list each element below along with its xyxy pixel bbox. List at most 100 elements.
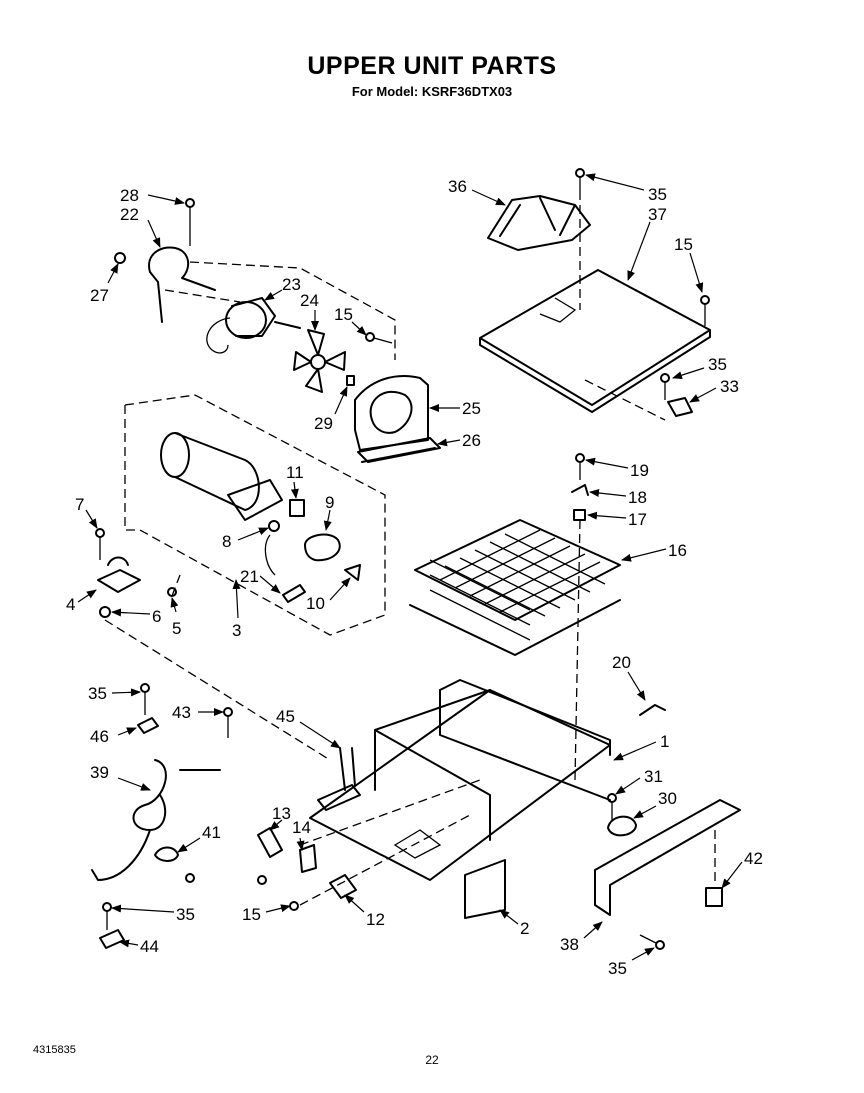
washer-6-drawing bbox=[99, 606, 111, 618]
callout-20: 20 bbox=[612, 653, 631, 672]
callout-35d: 35 bbox=[176, 905, 195, 924]
clip-18-drawing bbox=[571, 484, 589, 496]
evaporator-assembly bbox=[409, 453, 621, 781]
clip-46-drawing bbox=[137, 717, 159, 734]
callout-7: 7 bbox=[75, 495, 84, 514]
callout-18: 18 bbox=[628, 488, 647, 507]
screw-35b-drawing bbox=[660, 373, 670, 400]
screw-19-drawing bbox=[575, 453, 585, 480]
page-number: 22 bbox=[425, 1053, 439, 1067]
callout-31: 31 bbox=[644, 767, 663, 786]
cover-36-drawing bbox=[487, 195, 591, 251]
callout-35b: 35 bbox=[708, 355, 727, 374]
screw-7-drawing bbox=[95, 528, 105, 560]
callout-36: 36 bbox=[448, 177, 467, 196]
callout-44: 44 bbox=[140, 937, 159, 956]
clip-17-drawing bbox=[573, 509, 586, 521]
shroud-base-26-drawing bbox=[357, 437, 441, 463]
callout-42: 42 bbox=[744, 849, 763, 868]
model-subtitle: For Model: KSRF36DTX03 bbox=[351, 84, 513, 99]
callout-9: 9 bbox=[325, 493, 334, 512]
callout-23: 23 bbox=[282, 275, 301, 294]
clip-29-drawing bbox=[346, 375, 355, 386]
part-42-drawing bbox=[705, 887, 723, 907]
base-tray-assembly bbox=[257, 679, 741, 950]
callout-45: 45 bbox=[276, 707, 295, 726]
callout-2: 2 bbox=[520, 919, 529, 938]
overload-9-drawing bbox=[304, 533, 341, 562]
callout-19: 19 bbox=[630, 461, 649, 480]
callout-6: 6 bbox=[152, 607, 161, 626]
bracket-33-drawing bbox=[667, 397, 693, 417]
fan-motor-23-drawing bbox=[206, 297, 301, 354]
clip-44-drawing bbox=[99, 929, 125, 949]
callout-27: 27 bbox=[90, 286, 109, 305]
callout-21: 21 bbox=[240, 567, 259, 586]
fan-shroud-25-drawing bbox=[354, 375, 429, 451]
callout-15c: 15 bbox=[242, 905, 261, 924]
callout-1: 1 bbox=[660, 732, 669, 751]
compressor-drawing bbox=[160, 432, 283, 521]
screw-43-drawing bbox=[223, 707, 233, 738]
callout-33: 33 bbox=[720, 377, 739, 396]
bracket-38-drawing bbox=[594, 799, 741, 916]
callout-10: 10 bbox=[306, 594, 325, 613]
callout-37: 37 bbox=[648, 205, 667, 224]
screw-15c-drawing bbox=[257, 875, 299, 911]
callout-24: 24 bbox=[300, 291, 319, 310]
callout-43: 43 bbox=[172, 703, 191, 722]
callout-13: 13 bbox=[272, 804, 291, 823]
page-title: UPPER UNIT PARTS bbox=[307, 52, 557, 80]
fan-blade-24-drawing bbox=[293, 329, 346, 393]
callout-17: 17 bbox=[628, 510, 647, 529]
callout-35e: 35 bbox=[608, 959, 627, 978]
terminal-8-drawing bbox=[268, 520, 280, 532]
control-2-drawing bbox=[464, 859, 506, 919]
cover-21-drawing bbox=[282, 584, 306, 603]
callout-26: 26 bbox=[462, 431, 481, 450]
fan-motor-assembly bbox=[114, 198, 441, 463]
screw-31-drawing bbox=[607, 793, 617, 820]
panel-37-drawing bbox=[479, 269, 711, 413]
callout-4: 4 bbox=[66, 595, 75, 614]
screw-28-drawing bbox=[185, 198, 195, 246]
callout-25: 25 bbox=[462, 399, 481, 418]
clip-10-drawing bbox=[344, 564, 361, 581]
callout-16: 16 bbox=[668, 541, 687, 560]
callouts: 28 22 27 23 24 15 29 25 26 36 35 37 15 3… bbox=[66, 173, 763, 978]
callout-11: 11 bbox=[286, 463, 304, 482]
screw-35c-drawing bbox=[140, 683, 150, 715]
part-30-drawing bbox=[607, 815, 637, 837]
clamp-41-drawing bbox=[154, 846, 179, 862]
callout-35c: 35 bbox=[88, 684, 107, 703]
grommet-27-drawing bbox=[114, 252, 126, 264]
callout-41: 41 bbox=[202, 823, 221, 842]
part-13-drawing bbox=[257, 827, 283, 858]
bracket-4-drawing bbox=[97, 556, 141, 593]
callout-8: 8 bbox=[222, 532, 231, 551]
callout-29: 29 bbox=[314, 414, 333, 433]
callout-39: 39 bbox=[90, 763, 109, 782]
callout-15b: 15 bbox=[674, 235, 693, 254]
callout-12: 12 bbox=[366, 910, 385, 929]
clip-20-drawing bbox=[639, 704, 666, 716]
callout-3: 3 bbox=[232, 621, 241, 640]
callout-28: 28 bbox=[120, 186, 139, 205]
relay-11-drawing bbox=[289, 499, 305, 517]
part-12-drawing bbox=[329, 874, 357, 899]
part-14-drawing bbox=[299, 844, 317, 873]
screw-35d-drawing bbox=[102, 902, 112, 930]
motor-bracket-22-drawing bbox=[148, 246, 216, 323]
evaporator-16-drawing bbox=[409, 519, 621, 656]
document-number: 4315835 bbox=[33, 1044, 76, 1056]
compressor-electrical-group bbox=[95, 394, 386, 761]
callout-15a: 15 bbox=[334, 305, 353, 324]
callout-35a: 35 bbox=[648, 185, 667, 204]
screw-35a-drawing bbox=[575, 168, 585, 200]
cord-39-drawing bbox=[91, 759, 221, 881]
callout-46: 46 bbox=[90, 727, 109, 746]
callout-30: 30 bbox=[658, 789, 677, 808]
screw-35e-drawing bbox=[639, 934, 665, 950]
callout-22: 22 bbox=[120, 205, 139, 224]
